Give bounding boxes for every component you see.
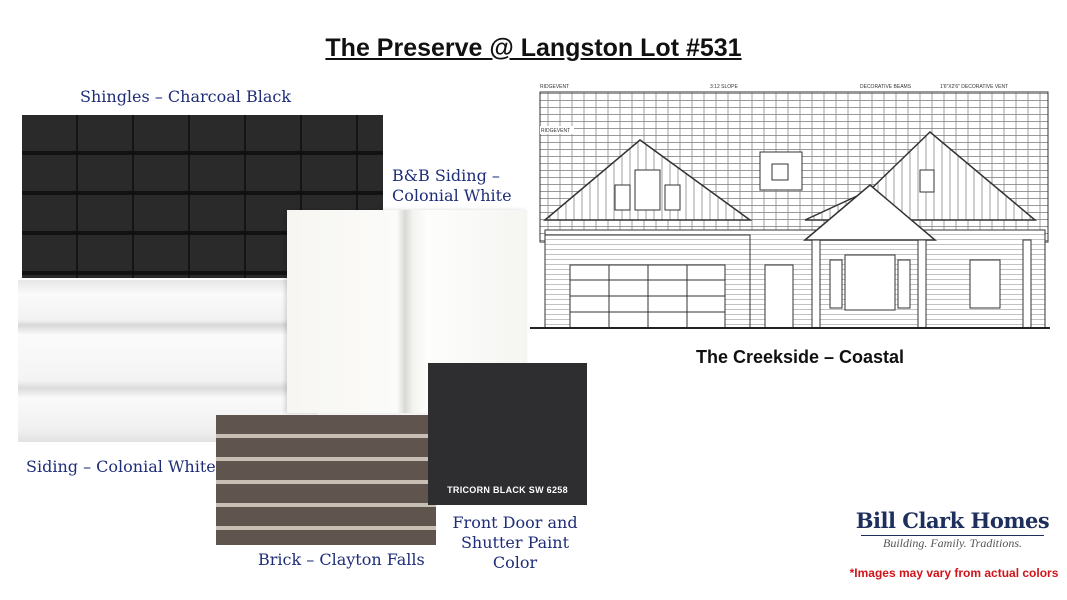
paint-label-line1: Front Door and	[452, 513, 578, 532]
annotation-ridgevent-2-backing	[540, 126, 574, 134]
bb-siding-label-line2: Colonial White	[392, 186, 512, 205]
logo-name: Bill Clark Homes	[855, 508, 1050, 533]
shingles-swatch	[22, 115, 383, 278]
elevation-caption: The Creekside – Coastal	[695, 347, 905, 367]
annotation-slope: 3:12 SLOPE	[710, 84, 738, 90]
paint-swatch: TRICORN BLACK SW 6258	[428, 363, 587, 505]
bb-siding-label-line1: B&B Siding –	[392, 166, 500, 185]
bb-siding-label: B&B Siding – Colonial White	[392, 166, 512, 206]
house-elevation-drawing: RIDGEVENT 3:12 SLOPE DECORATIVE BEAMS 1'…	[530, 83, 1050, 329]
brick-label: Brick – Clayton Falls	[258, 550, 425, 569]
disclaimer: *Images may vary from actual colors	[849, 566, 1059, 580]
page-title: The Preserve @ Langston Lot #531	[325, 34, 742, 62]
paint-label: Front Door and Shutter Paint Color	[440, 513, 590, 573]
brick-swatch	[216, 415, 436, 545]
annotation-ridgevent: RIDGEVENT	[540, 84, 569, 90]
annotation-beams: DECORATIVE BEAMS	[860, 84, 912, 90]
logo-tagline: Building. Family. Traditions.	[861, 535, 1044, 551]
paint-label-line2: Shutter Paint Color	[460, 533, 570, 572]
bill-clark-homes-logo: Bill Clark Homes Building. Family. Tradi…	[855, 496, 1050, 560]
shingles-label: Shingles – Charcoal Black	[80, 87, 292, 106]
annotation-vent: 1'6"X2'6" DECORATIVE VENT	[940, 84, 1008, 90]
annotation-ridgevent-2: RIDGEVENT	[541, 128, 570, 134]
paint-swatch-text: TRICORN BLACK SW 6258	[447, 485, 568, 495]
siding-label: Siding – Colonial White	[26, 457, 216, 476]
